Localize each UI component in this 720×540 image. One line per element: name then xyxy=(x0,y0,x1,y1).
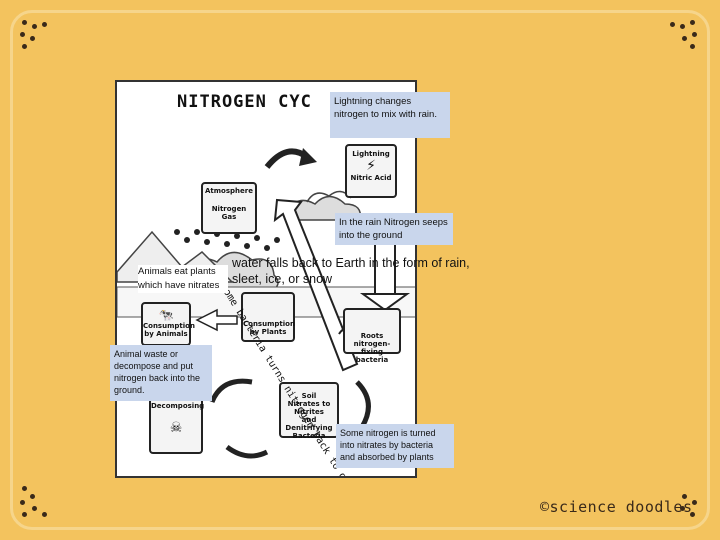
consumption-animals-label-2: by Animals xyxy=(144,330,188,338)
bacteria-label: bacteria xyxy=(355,356,389,364)
nitrogen-fixing-label: nitrogen-fixing xyxy=(353,340,391,356)
roots-label: Roots xyxy=(360,332,384,340)
callout-animals: Animals eat plants which have nitrates xyxy=(138,265,228,293)
nitrites-label: Nitrites xyxy=(294,408,324,416)
decomposing-label: Decomposing xyxy=(151,402,205,410)
roots-box: Roots nitrogen-fixing bacteria xyxy=(343,308,401,364)
soil-box: Soil Nitrates to Nitrites and Denitrifyi… xyxy=(279,382,339,440)
lightning-bolt-icon: ⚡ xyxy=(366,158,376,174)
nitrogen-label: Nitrogen xyxy=(211,205,247,213)
callout-waste: Animal waste or decompose and put nitrog… xyxy=(110,345,212,401)
soil-label: Soil xyxy=(301,392,317,400)
consumption-plants-box: Consumption by Plants xyxy=(241,292,295,342)
soil-bacteria-label: Bacteria xyxy=(292,432,326,440)
atmosphere-label: Atmosphere xyxy=(205,187,253,195)
nitric-acid-label: Nitric Acid xyxy=(350,174,392,182)
rain-description-line2: sleet, ice, or snow xyxy=(232,272,333,286)
callout-rain: In the rain Nitrogen seeps into the grou… xyxy=(335,213,453,245)
cow-icon: 🐄 xyxy=(158,308,174,322)
callout-nitrates: Some nitrogen is turned into nitrates by… xyxy=(336,424,454,468)
atmosphere-box: Atmosphere Nitrogen Gas xyxy=(201,182,257,234)
consumption-animals-box: 🐄 Consumption by Animals xyxy=(141,302,195,346)
rain-description-line1: water falls back to Earth in the form of… xyxy=(232,256,470,270)
callout-lightning: Lightning changes nitrogen to mix with r… xyxy=(330,92,450,138)
consumption-plants-label-2: by Plants xyxy=(249,328,287,336)
science-doodles-logo: ©science doodles xyxy=(540,498,693,516)
worksheet-title: NITROGEN CYC xyxy=(177,92,312,112)
nitrates-to-label: Nitrates to xyxy=(287,400,331,408)
decorative-frame xyxy=(10,10,710,530)
consumption-animals-label-1: Consumption xyxy=(143,322,195,330)
skull-icon: ☠ xyxy=(169,420,183,436)
consumption-plants-label-1: Consumption xyxy=(243,320,295,328)
lightning-box: Lightning ⚡ Nitric Acid xyxy=(345,144,397,198)
denitrifying-label: and Denitrifying xyxy=(285,416,333,432)
gas-label: Gas xyxy=(221,213,237,221)
lightning-label: Lightning xyxy=(352,150,390,158)
